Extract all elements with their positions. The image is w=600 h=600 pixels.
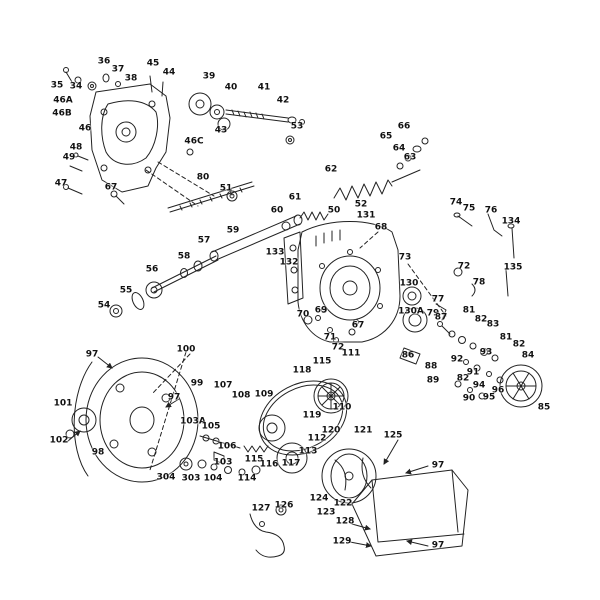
diagram-artwork bbox=[63, 67, 543, 558]
